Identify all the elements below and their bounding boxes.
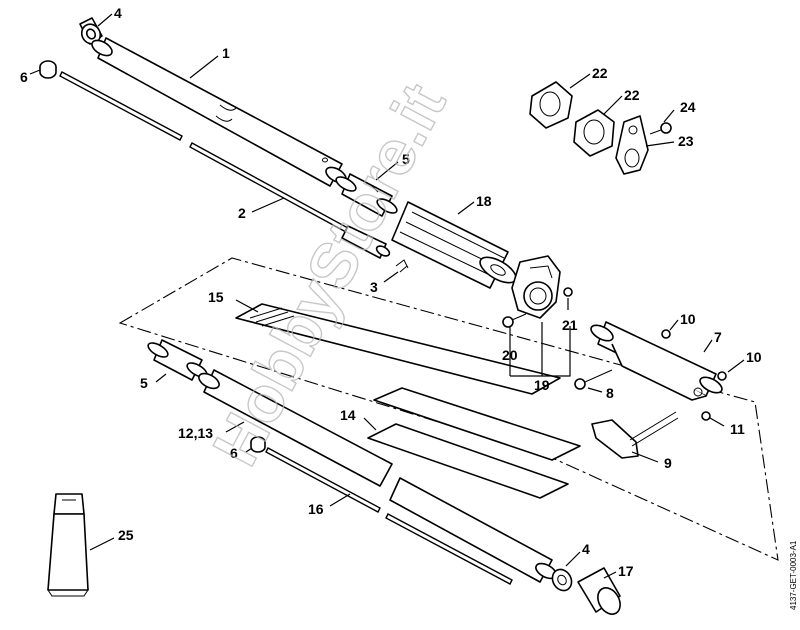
- part-19-clamp: [511, 255, 561, 319]
- leader-line: [29, 69, 41, 75]
- callout-24: 24: [680, 99, 696, 115]
- leader-line: [645, 141, 675, 147]
- part-20-screw: [502, 313, 527, 328]
- callout-8: 8: [606, 385, 614, 401]
- leader-line: [603, 571, 617, 579]
- leader-line: [727, 359, 745, 373]
- part-17-cap: [577, 567, 621, 615]
- part-14-label-a: [373, 387, 581, 461]
- part-16-shaft: [265, 447, 513, 585]
- leader-line: [89, 537, 115, 551]
- callout-3: 3: [370, 279, 378, 295]
- part-24-screw: [649, 122, 672, 135]
- leader-line: [457, 201, 475, 215]
- callout-14: 14: [340, 407, 356, 423]
- callout-23: 23: [678, 133, 694, 149]
- callout-4-bottom: 4: [582, 541, 590, 557]
- leader-line: [363, 417, 377, 431]
- part-4-bushing-bottom: [551, 568, 573, 592]
- part-10-nut-b: [717, 371, 727, 381]
- callout-17: 17: [618, 563, 634, 579]
- leader-line: [329, 493, 351, 507]
- part-25-grease-tube: [47, 493, 89, 597]
- callout-22a: 22: [592, 65, 608, 81]
- callout-4-top: 4: [114, 5, 122, 21]
- part-6-washer-lower: [250, 436, 266, 453]
- leader-line: [245, 447, 253, 453]
- callout-9: 9: [664, 455, 672, 471]
- leader-line: [565, 551, 581, 567]
- callout-19: 19: [534, 377, 550, 393]
- part-23-bracket: [615, 115, 649, 175]
- leader-line: [603, 95, 623, 115]
- part-5-sleeve-lower: [147, 339, 208, 381]
- part-2-drive-shaft: [59, 71, 391, 259]
- leader-line: [189, 55, 219, 79]
- part-22-clamp-b: [573, 109, 615, 157]
- leader-line: [703, 339, 713, 353]
- callout-18: 18: [476, 193, 492, 209]
- leader-line: [587, 387, 603, 393]
- leader-line: [510, 326, 571, 377]
- leader-line: [569, 73, 591, 89]
- part-5-sleeve-upper: [335, 173, 398, 217]
- callout-6-top: 6: [20, 69, 28, 85]
- leader-line: [225, 421, 245, 433]
- document-code: 4137-GET-0003-A1: [789, 540, 798, 610]
- part-1-drive-tube: [91, 37, 347, 187]
- callout-7: 7: [714, 329, 722, 345]
- callout-12-13: 12,13: [178, 425, 213, 441]
- leader-line: [375, 161, 399, 181]
- leader-line: [709, 417, 725, 427]
- part-14-label-b: [367, 423, 569, 499]
- part-18-rubber-element: [391, 201, 517, 289]
- part-11-washer: [701, 411, 711, 421]
- part-7-handle-housing: [590, 321, 723, 401]
- part-21-nut: [563, 287, 573, 297]
- leader-line: [663, 109, 675, 123]
- part-10-nut-a: [661, 329, 671, 339]
- leader-line: [383, 271, 399, 283]
- leader-line: [155, 373, 167, 383]
- part-9-wing-screw: [591, 411, 679, 459]
- callout-11: 11: [730, 421, 745, 437]
- callout-16: 16: [308, 501, 324, 517]
- callout-5-bottom: 5: [140, 375, 148, 391]
- callout-2: 2: [238, 205, 246, 221]
- callout-10b: 10: [746, 349, 762, 365]
- leader-line: [235, 299, 259, 313]
- callout-6-bottom: 6: [230, 445, 238, 461]
- part-6-washer-top: [39, 60, 57, 79]
- callout-15: 15: [208, 289, 224, 305]
- part-4-bushing-top: [79, 17, 103, 45]
- part-15-label: [235, 303, 561, 395]
- leader-line: [97, 13, 113, 27]
- leader-line: [251, 197, 285, 213]
- part-3-circlip: [395, 259, 409, 273]
- callout-22b: 22: [624, 87, 640, 103]
- callout-21: 21: [562, 317, 578, 333]
- callout-5-top: 5: [402, 151, 410, 167]
- callout-25: 25: [118, 527, 134, 543]
- part-8-screw: [574, 369, 613, 390]
- callout-20: 20: [502, 347, 518, 363]
- leader-line: [669, 319, 679, 331]
- part-12-13-drive-tube: [198, 369, 557, 583]
- part-22-clamp-a: [529, 81, 573, 129]
- callout-10a: 10: [680, 311, 696, 327]
- leader-line: [631, 451, 659, 463]
- callout-1: 1: [222, 45, 230, 61]
